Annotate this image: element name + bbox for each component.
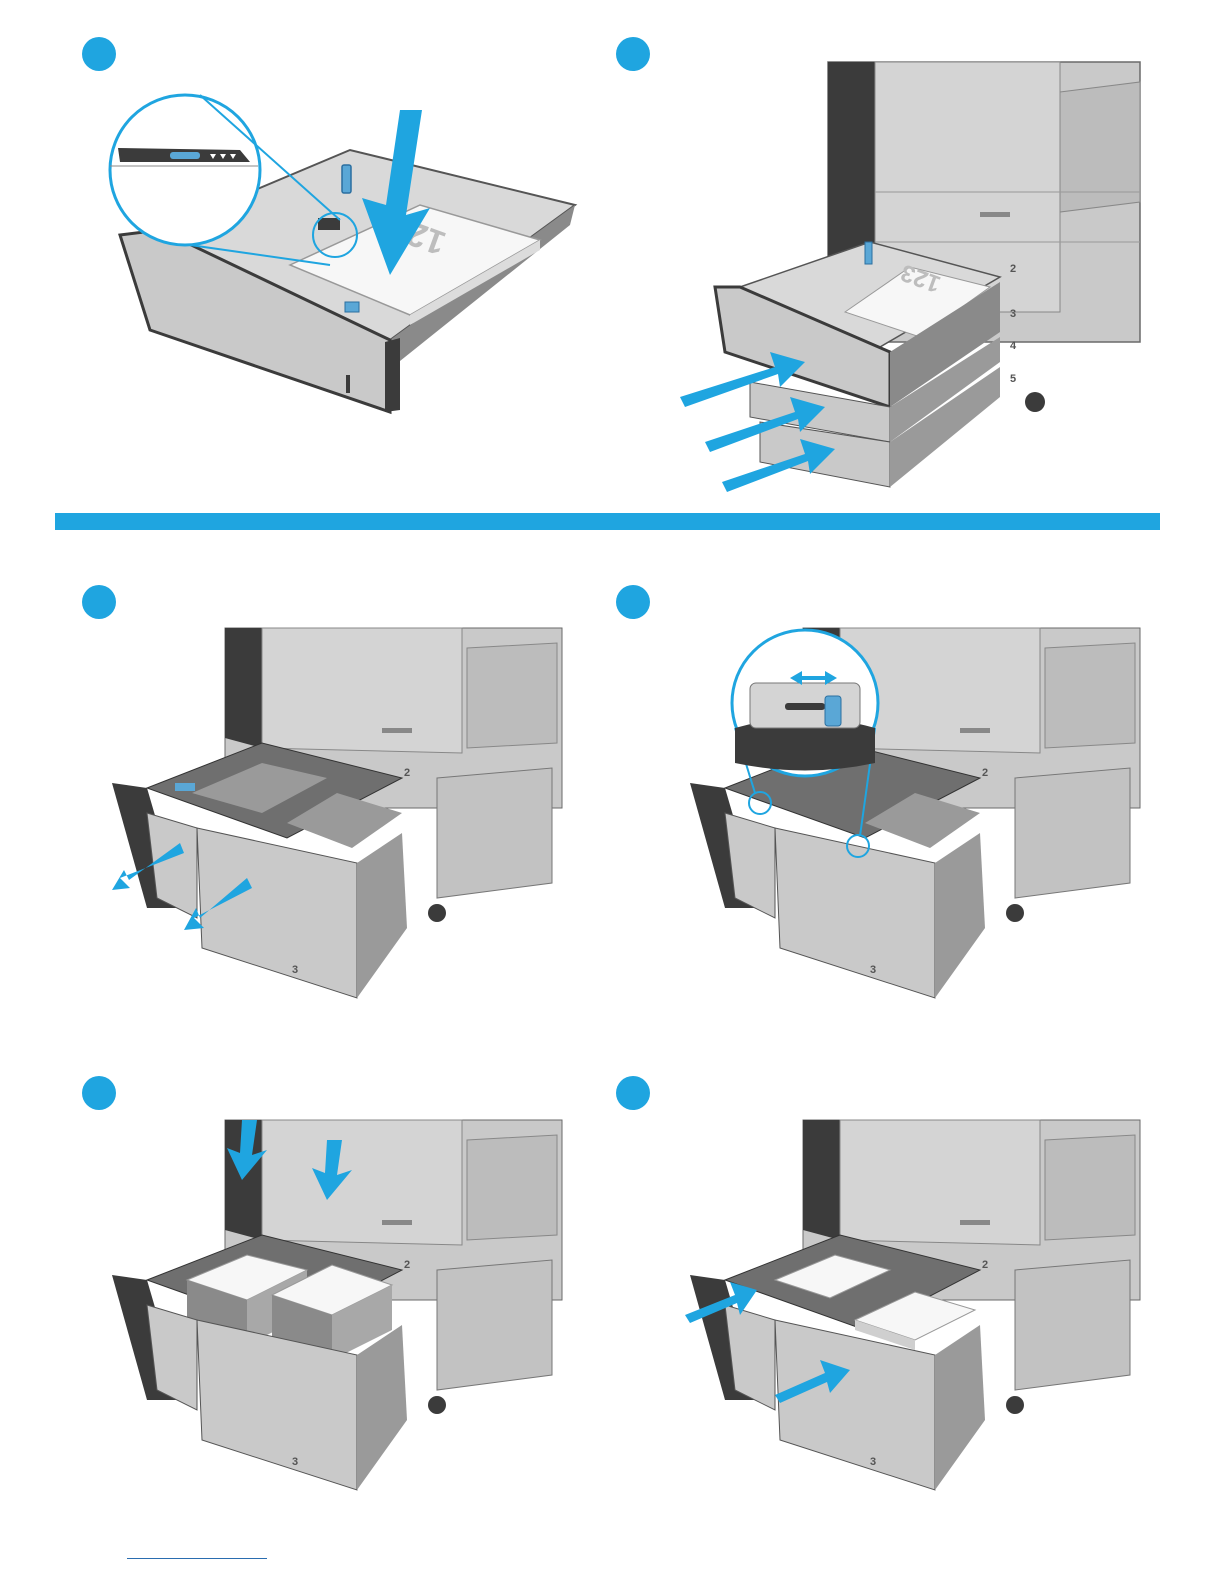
drawer-front-right xyxy=(197,828,357,998)
step-2-illustration: 2 3 4 5 123 xyxy=(680,62,1145,492)
paper-guide-blue xyxy=(342,165,351,193)
step-5-illustration: 2 3 xyxy=(112,1120,567,1495)
step-1-illustration: 123 xyxy=(100,90,580,420)
step-2-badge xyxy=(616,37,650,71)
tray-3-number: 3 xyxy=(292,964,298,976)
step-3-badge xyxy=(82,585,116,619)
tray-3-number: 3 xyxy=(1010,308,1016,320)
step-4-badge xyxy=(616,585,650,619)
footer-link-underline xyxy=(127,1558,267,1559)
tray-2-number: 2 xyxy=(404,1259,410,1271)
tray-3-number: 3 xyxy=(870,1456,876,1468)
step-1-badge xyxy=(82,37,116,71)
drawer-front-right xyxy=(775,828,935,998)
step-5-badge xyxy=(82,1076,116,1110)
tray-4-number: 4 xyxy=(1010,340,1017,352)
tray-2-number: 2 xyxy=(982,1259,988,1271)
tray-3-number: 3 xyxy=(870,964,876,976)
step-6-illustration: 2 3 xyxy=(685,1120,1140,1495)
zoom-callout xyxy=(110,95,260,245)
step-4-illustration: 2 3 xyxy=(690,628,1140,1003)
section-divider xyxy=(55,513,1160,530)
tray-5-number: 5 xyxy=(1010,373,1016,385)
step-6-badge xyxy=(616,1076,650,1110)
tray-2-number: 2 xyxy=(404,767,410,779)
step-3-illustration: 2 3 xyxy=(112,628,567,1003)
tray-3-number: 3 xyxy=(292,1456,298,1468)
tray-2-number: 2 xyxy=(1010,263,1016,275)
guide-tab-blue xyxy=(825,696,841,726)
tray-2-number: 2 xyxy=(982,767,988,779)
